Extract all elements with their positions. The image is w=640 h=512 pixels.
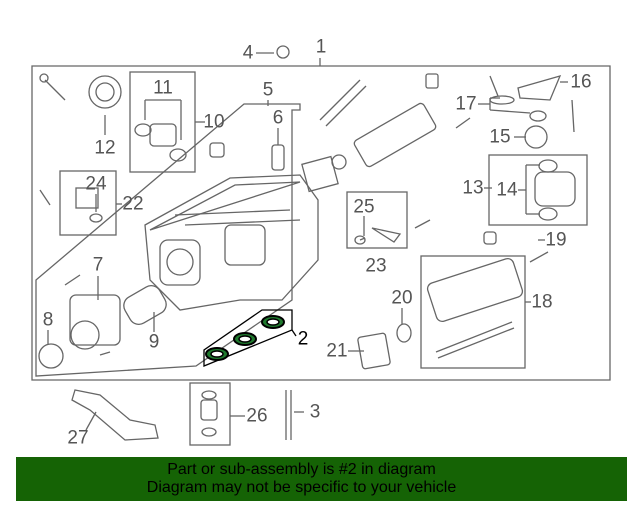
- group-box-25: [346, 191, 408, 249]
- callout-21[interactable]: 21: [326, 340, 348, 362]
- callout-2[interactable]: 2: [297, 328, 309, 350]
- callout-9[interactable]: 9: [148, 331, 160, 353]
- callout-11[interactable]: 11: [153, 77, 173, 99]
- callout-5[interactable]: 5: [262, 79, 274, 101]
- group-box-26: [189, 382, 231, 446]
- callout-25[interactable]: 25: [353, 196, 375, 218]
- banner-line-2: Diagram may not be specific to your vehi…: [146, 479, 457, 496]
- callout-17[interactable]: 17: [455, 93, 477, 115]
- callout-14[interactable]: 14: [496, 179, 518, 201]
- group-box-18: [420, 255, 526, 369]
- group-box-14: [488, 154, 588, 226]
- callout-27[interactable]: 27: [67, 427, 89, 449]
- supercharger-body: [144, 174, 319, 311]
- callout-13[interactable]: 13: [462, 177, 484, 199]
- callout-3[interactable]: 3: [309, 401, 321, 423]
- callout-22[interactable]: 22: [122, 193, 144, 215]
- callout-26[interactable]: 26: [246, 405, 268, 427]
- callout-16[interactable]: 16: [570, 71, 592, 93]
- callout-6[interactable]: 6: [272, 107, 284, 129]
- part-2-box: [203, 309, 293, 367]
- assembly-frame: [31, 65, 611, 381]
- banner-line-1: Part or sub-assembly is #2 in diagram: [167, 461, 436, 478]
- callout-1[interactable]: 1: [315, 36, 327, 58]
- callout-19[interactable]: 19: [545, 229, 567, 251]
- inner-frame: [35, 103, 301, 377]
- callout-23[interactable]: 23: [365, 255, 387, 277]
- callout-10[interactable]: 10: [203, 111, 225, 133]
- callout-8[interactable]: 8: [42, 309, 54, 331]
- callout-18[interactable]: 18: [531, 291, 553, 313]
- group-box-24: [59, 170, 117, 236]
- callout-4[interactable]: 4: [242, 42, 254, 64]
- callout-7[interactable]: 7: [92, 254, 104, 276]
- leader-lines: [47, 52, 568, 431]
- callout-24[interactable]: 24: [85, 173, 107, 195]
- parts: [38, 45, 576, 441]
- callout-20[interactable]: 20: [391, 287, 413, 309]
- info-banner: Part or sub-assembly is #2 in diagram Di…: [16, 457, 627, 501]
- callout-15[interactable]: 15: [489, 126, 511, 148]
- callout-12[interactable]: 12: [94, 137, 116, 159]
